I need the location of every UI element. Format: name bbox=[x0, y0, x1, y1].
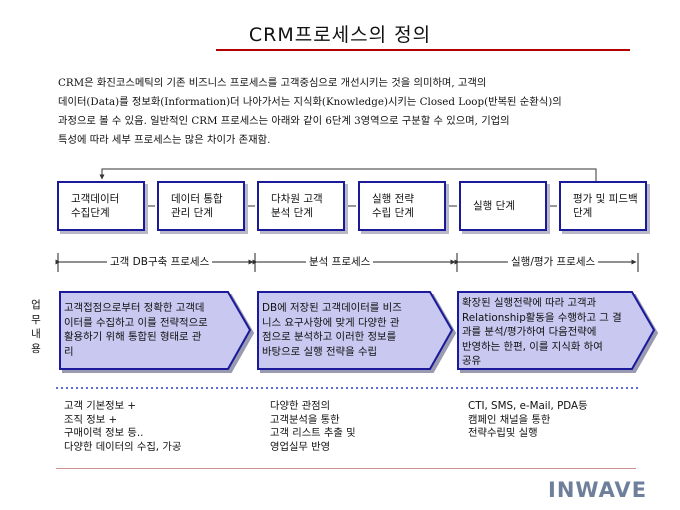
db-build-details: 고객 기본정보 + 조직 정보 + 구매이력 정보 등.. 다양한 데이터의 수… bbox=[64, 400, 182, 453]
page-title: CRM프로세스의 정의 bbox=[248, 24, 432, 46]
feedback-loop-line bbox=[99, 168, 597, 181]
analysis-details: 다양한 관점의 고객분석을 통한 고객 리스트 추출 및 영업실무 반영 bbox=[270, 400, 356, 453]
step-data-integration: 데이터 통합 관리 단계 bbox=[157, 181, 245, 231]
analysis-description: DB에 저장된 고객데이터를 비즈 니스 요구사항에 맞게 다양한 관 점으로 … bbox=[262, 302, 402, 358]
phase-label-db-build: 고객 DB구축 프로세스 bbox=[107, 254, 213, 269]
execution-description: 확장된 실행전략에 따라 고객과 Relationship활동을 수행하고 그 … bbox=[462, 297, 622, 367]
db-build-description: 고객접점으로부터 정확한 고객데 이터를 수집하고 이를 전략적으로 활용하기 … bbox=[64, 302, 208, 358]
inwave-logo: INWAVE bbox=[548, 478, 648, 502]
intro-paragraph: CRM은 화진코스메틱의 기존 비즈니스 프로세스를 고객중심으로 개선시키는 … bbox=[58, 74, 598, 150]
phase-label-analysis: 분석 프로세스 bbox=[306, 254, 374, 269]
description-arrows bbox=[59, 291, 656, 370]
analysis-arrow bbox=[257, 291, 454, 370]
step-customer-analysis: 다차원 고객 분석 단계 bbox=[257, 181, 345, 231]
step-evaluation-feedback: 평가 및 피드백 단계 bbox=[559, 181, 647, 231]
step-execution: 실행 단계 bbox=[459, 181, 547, 231]
intro-line: 과정으로 볼 수 있음. 일반적인 CRM 프로세스는 아래와 같이 6단계 3… bbox=[58, 115, 510, 127]
phase-label-execution: 실행/평가 프로세스 bbox=[508, 254, 599, 269]
intro-line: 특성에 따라 세부 프로세스는 많은 차이가 존재함. bbox=[58, 134, 271, 146]
step-strategy-planning: 실행 전략 수립 단계 bbox=[358, 181, 446, 231]
footer-rule bbox=[56, 468, 636, 469]
execution-details: CTI, SMS, e-Mail, PDA등 캠페인 채널을 통한 전략수립및 … bbox=[468, 400, 588, 439]
db-build-arrow bbox=[59, 291, 252, 370]
business-content-label: 업 무 내 용 bbox=[31, 299, 41, 355]
intro-line: CRM은 화진코스메틱의 기존 비즈니스 프로세스를 고객중심으로 개선시키는 … bbox=[58, 77, 487, 89]
intro-line: 데이터(Data)를 정보화(Information)더 나아가서는 지식화(K… bbox=[58, 96, 562, 108]
execution-arrow bbox=[457, 291, 656, 370]
step-data-collection: 고객데이터 수집단계 bbox=[57, 181, 145, 231]
title-underline bbox=[216, 49, 630, 51]
